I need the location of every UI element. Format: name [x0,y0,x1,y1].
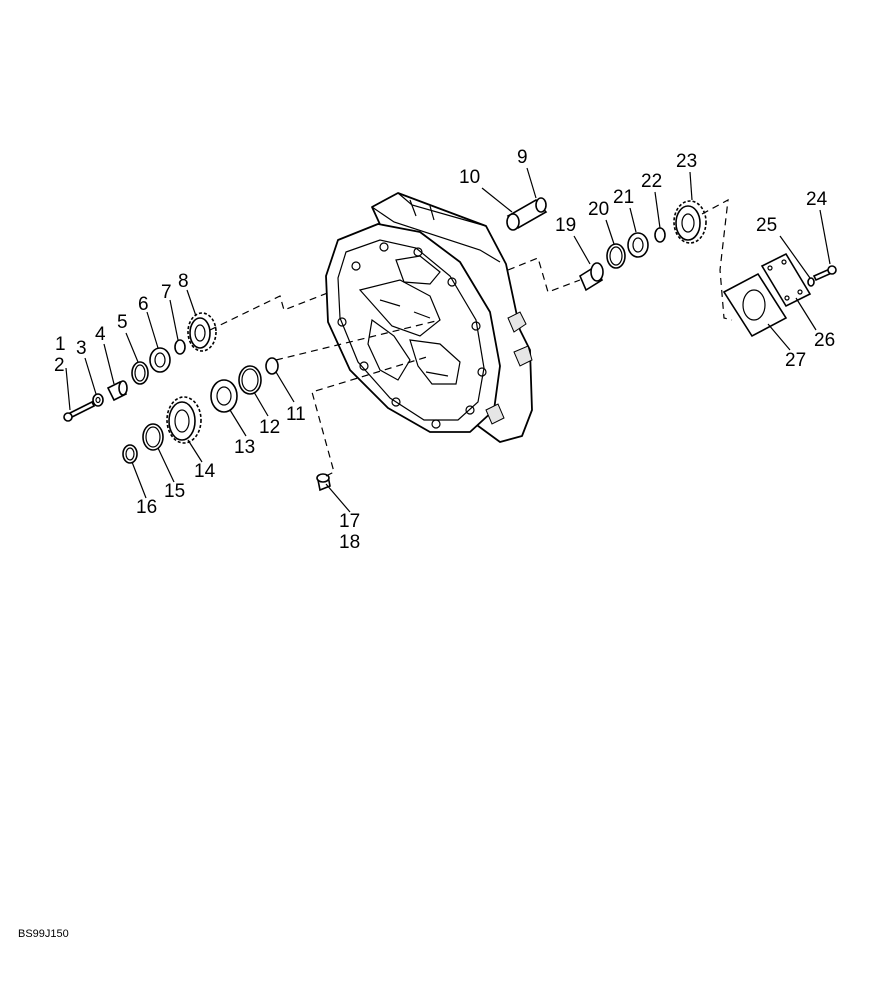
part-gear-14 [166,396,202,444]
part-bolt-1-2 [63,400,96,422]
part-spacer-19 [578,262,604,292]
callouts: 1 2 3 4 5 6 7 8 9 10 11 12 13 14 15 16 1… [54,147,835,553]
callout-9: 9 [517,147,528,168]
part-bearing-13 [210,379,238,413]
callout-10: 10 [459,167,480,188]
part-ring-12 [238,365,262,395]
callout-2: 2 [54,355,65,376]
callout-27: 27 [785,350,806,371]
callout-8: 8 [178,271,189,292]
part-snap-ring-11 [265,357,279,375]
callout-15: 15 [164,481,185,502]
part-bolt-24 [812,265,837,282]
callout-7: 7 [161,282,172,303]
callout-23: 23 [676,151,697,172]
part-snap-ring-7 [174,339,186,355]
callout-26: 26 [814,330,835,351]
callout-16: 16 [136,497,157,518]
part-snap-ring-22 [654,227,666,243]
housing [325,192,533,443]
part-washer-3 [92,393,104,407]
part-cover-26 [760,252,812,308]
part-ring-5 [131,361,149,385]
part-ring-20 [606,243,626,269]
callout-13: 13 [234,437,255,458]
callout-19: 19 [555,215,576,236]
callout-17: 17 [339,511,360,532]
part-shaft-9-10 [506,197,548,231]
callout-14: 14 [194,461,216,482]
part-ring-15 [142,423,164,451]
callout-24: 24 [806,189,828,210]
callout-1: 1 [55,334,66,355]
part-spacer-4 [106,380,128,402]
callout-25: 25 [756,215,777,236]
part-gasket-27 [722,272,788,338]
callout-22: 22 [641,171,662,192]
part-gear-23 [673,200,707,244]
reference-code: BS99J150 [18,928,69,940]
callout-3: 3 [76,338,87,359]
part-bushing-16 [122,444,138,464]
callout-5: 5 [117,312,128,333]
leader-lines [65,167,831,513]
part-plug-17-18 [316,473,331,492]
callout-11: 11 [286,404,306,425]
assembly-lines [209,198,733,477]
callout-4: 4 [95,324,106,345]
part-gear-8 [187,312,217,352]
part-bearing-21 [627,232,649,258]
callout-20: 20 [588,199,609,220]
callout-18: 18 [339,532,360,553]
callout-12: 12 [259,417,280,438]
callout-21: 21 [613,187,634,208]
part-washer-25 [807,277,815,287]
part-bearing-6 [149,347,171,373]
callout-6: 6 [138,294,149,315]
